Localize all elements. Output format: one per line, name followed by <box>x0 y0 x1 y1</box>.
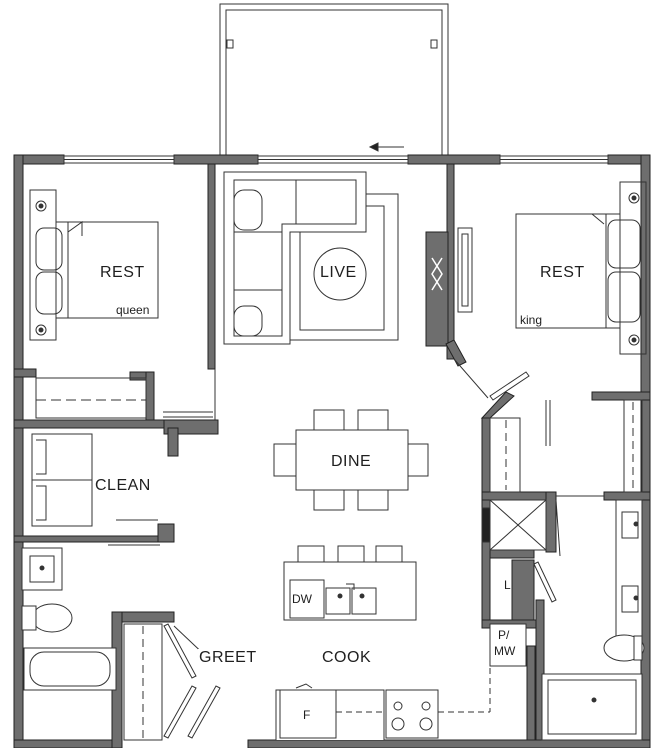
kitchen-island <box>283 545 417 621</box>
room-label-clean: CLEAN <box>94 477 152 495</box>
kitchen-counter <box>275 623 527 740</box>
queen-bed <box>29 189 159 341</box>
doors <box>108 358 604 739</box>
bath-right <box>481 499 645 741</box>
bed-size-queen: queen <box>116 303 150 317</box>
room-label-greet: GREET <box>198 649 258 667</box>
room-label-rest-right: REST <box>540 264 585 281</box>
room-label-dine: DINE <box>330 453 373 471</box>
pantry-label-line1: P/ <box>498 628 510 642</box>
windows <box>63 155 609 164</box>
bed-size-king: king <box>520 313 543 327</box>
fridge-label: F <box>303 708 311 722</box>
room-label-live: LIVE <box>320 264 357 281</box>
linen-closet-label: L <box>504 578 511 592</box>
dishwasher-label: DW <box>292 592 312 606</box>
room-label-cook: COOK <box>322 649 372 666</box>
room-label-rest-left: REST <box>100 264 145 281</box>
pantry-label-line2: MW <box>494 644 516 658</box>
balcony <box>219 3 449 157</box>
king-bed <box>515 181 647 355</box>
living-furniture <box>223 171 473 345</box>
interior-walls <box>13 163 651 748</box>
washer-dryer <box>31 433 93 527</box>
sliding-door-arrow-icon <box>368 142 404 152</box>
bath-left <box>21 547 117 691</box>
closets <box>35 377 643 741</box>
